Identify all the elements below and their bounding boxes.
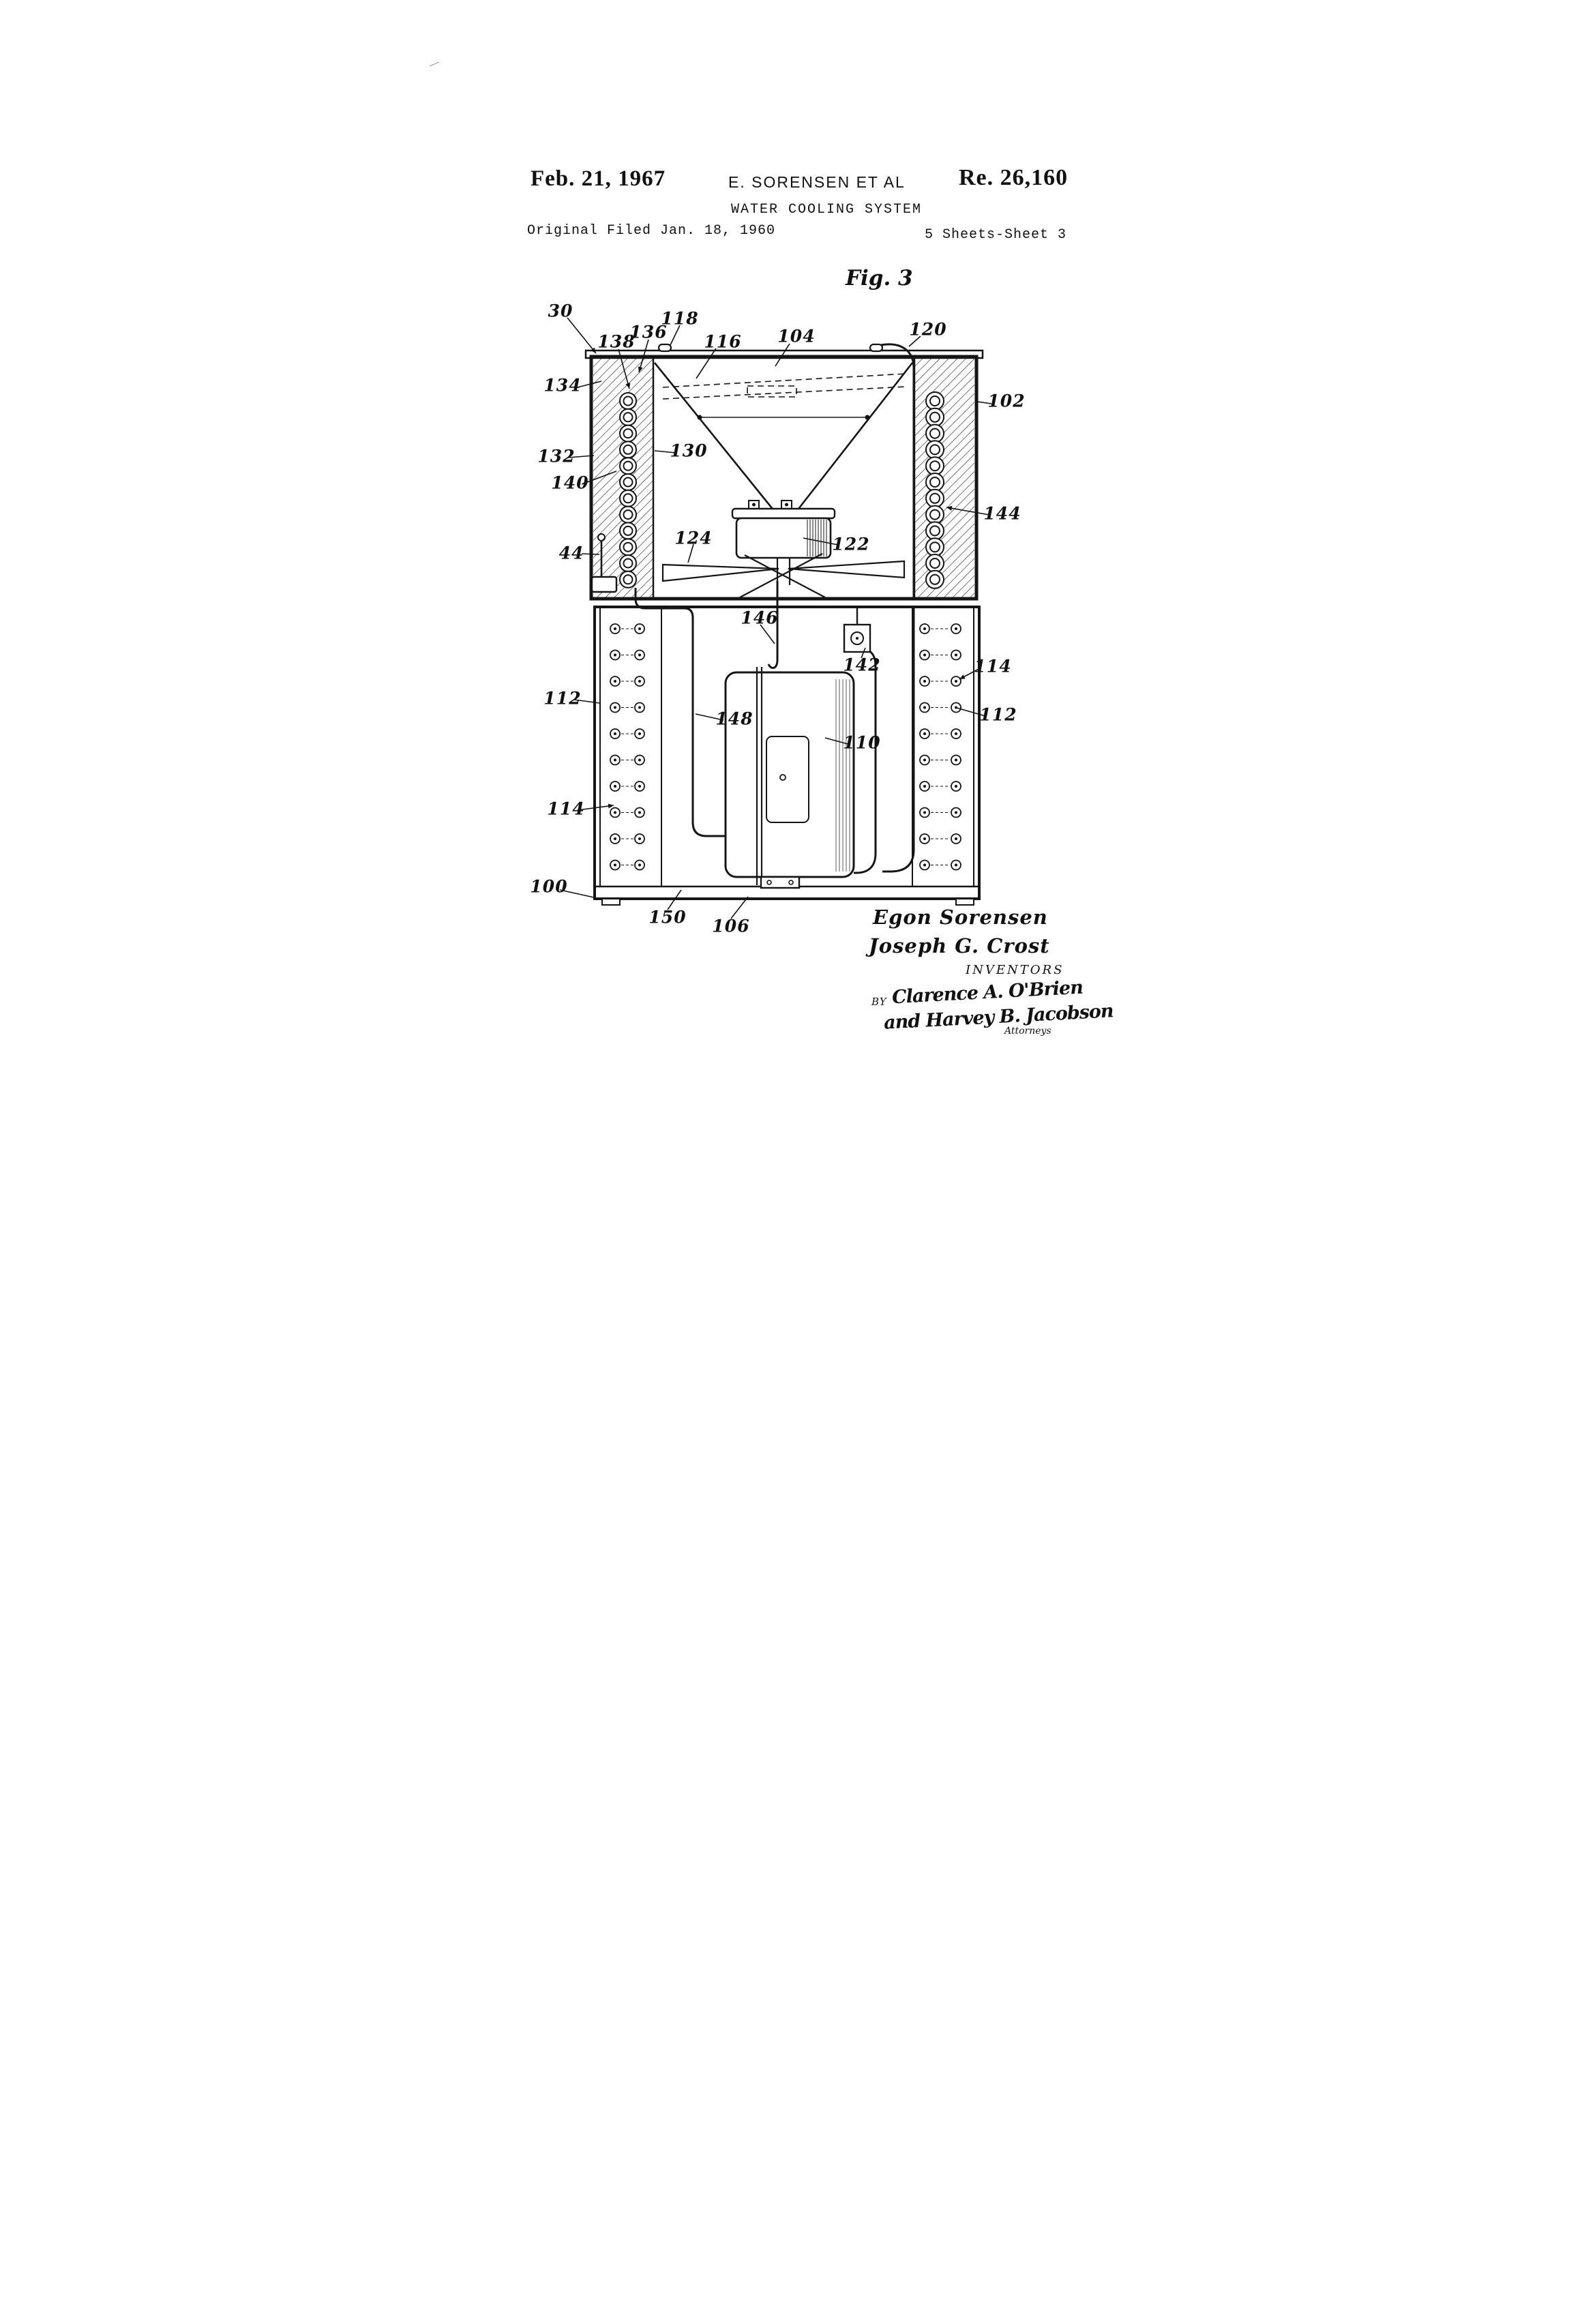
- left-condenser-fins: [610, 623, 645, 871]
- control-device: [843, 607, 871, 653]
- ref-label-110: 110: [843, 732, 881, 753]
- patent-number: Re. 26,160: [959, 165, 1069, 190]
- ref-label-106: 106: [712, 916, 750, 936]
- ref-label-134: 134: [543, 375, 582, 396]
- ref-label-150: 150: [648, 907, 687, 927]
- fan-blades: [661, 553, 906, 598]
- lower-compartment: [593, 606, 981, 906]
- left-cooling-coil: [619, 392, 637, 589]
- filed-line: Original Filed Jan. 18, 1960: [527, 223, 776, 239]
- by-caption: BY: [871, 996, 887, 1008]
- water-level-dashes: [662, 373, 908, 400]
- leader-lines: [559, 317, 992, 919]
- inventors-caption: INVENTORS: [966, 963, 1064, 977]
- ref-label-144: 144: [983, 503, 1021, 524]
- ref-label-122: 122: [832, 534, 870, 554]
- ref-label-112-right: 112: [979, 704, 1017, 725]
- right-cooling-coil: [925, 391, 944, 589]
- tank-shading: [835, 679, 850, 872]
- invention-title: WATER COOLING SYSTEM: [731, 202, 923, 218]
- ref-label-116: 116: [704, 331, 742, 352]
- ref-label-30: 30: [548, 301, 573, 321]
- ref-label-140: 140: [551, 473, 589, 493]
- ref-label-136: 136: [629, 322, 668, 342]
- ref-label-102: 102: [987, 391, 1026, 411]
- ref-label-142: 142: [843, 655, 881, 675]
- ref-label-100: 100: [530, 876, 568, 897]
- ref-label-114-left: 114: [547, 799, 585, 819]
- inventor-name-2: Joseph G. Crost: [869, 934, 1050, 957]
- ref-label-112-left: 112: [543, 688, 582, 709]
- drain-fitting: [591, 533, 618, 593]
- attorneys-caption: Attorneys: [1004, 1026, 1051, 1037]
- ref-label-124: 124: [674, 528, 713, 548]
- ref-label-44: 44: [558, 543, 584, 563]
- motor-shading: [807, 520, 827, 556]
- right-condenser-fins: [919, 623, 961, 871]
- compressor-tank: [724, 667, 855, 889]
- ref-label-114-right: 114: [974, 656, 1012, 676]
- patent-date: Feb. 21, 1967: [531, 166, 666, 191]
- inventor-name-1: Egon Sorensen: [873, 906, 1048, 929]
- ref-label-120: 120: [909, 319, 947, 340]
- ref-label-130: 130: [670, 441, 708, 461]
- figure-drawing: [429, 61, 992, 919]
- inventor-line: E. SORENSEN ET AL: [728, 173, 906, 191]
- ref-label-148: 148: [715, 709, 753, 729]
- ref-label-132: 132: [537, 446, 576, 466]
- ref-label-104: 104: [777, 326, 816, 346]
- fan-motor: [731, 500, 836, 559]
- figure-label: Fig. 3: [846, 266, 913, 290]
- ref-label-118: 118: [661, 308, 699, 329]
- sheet-line: 5 Sheets-Sheet 3: [925, 227, 1067, 243]
- scan-artifact: [429, 61, 440, 67]
- ref-label-138: 138: [597, 331, 636, 352]
- upper-chamber: [584, 343, 984, 601]
- ref-label-146: 146: [741, 608, 779, 628]
- patent-sheet: Feb. 21, 1967 E. SORENSEN ET AL Re. 26,1…: [395, 0, 1186, 1162]
